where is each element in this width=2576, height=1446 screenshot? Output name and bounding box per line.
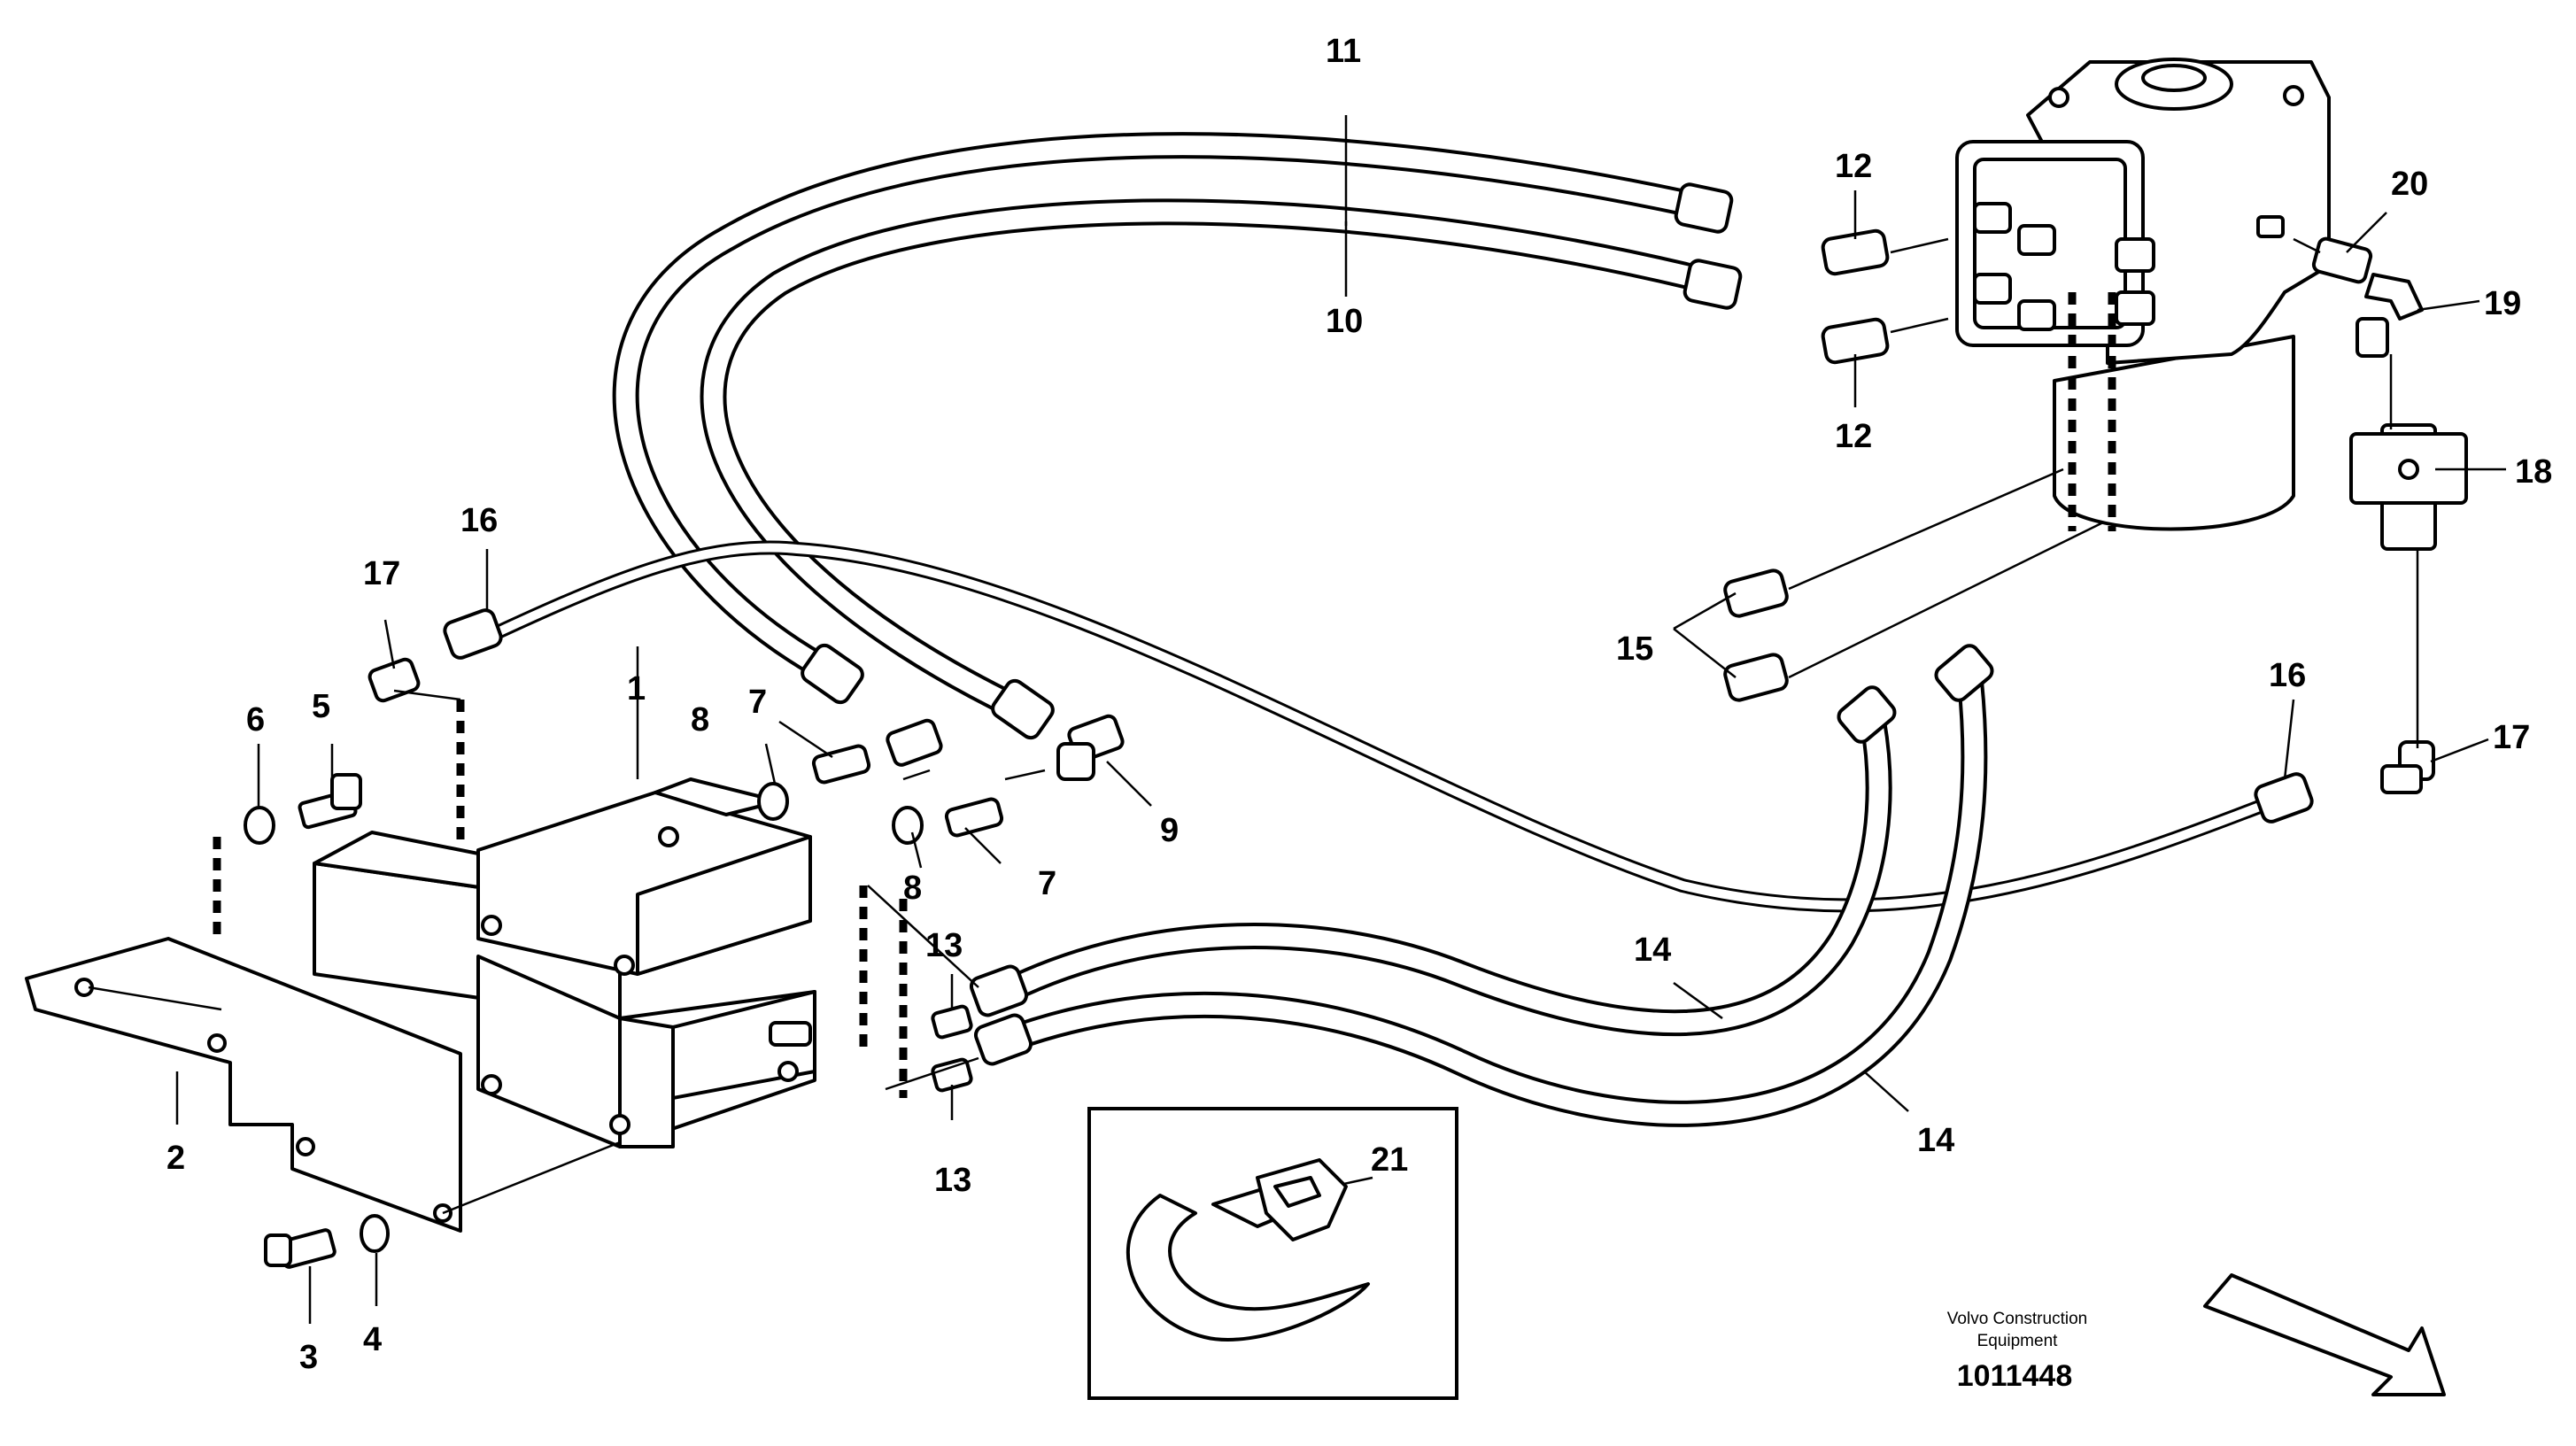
valve-block <box>313 777 816 1148</box>
hose-14-lower <box>1001 669 1988 1127</box>
brand-line-1: Volvo Construction <box>1947 1310 2087 1328</box>
callout-11: 11 <box>1326 33 1361 70</box>
callout-12-bottom: 12 <box>1835 418 1872 455</box>
callout-5: 5 <box>312 688 330 725</box>
callout-1: 1 <box>627 670 646 708</box>
callout-9: 9 <box>1160 812 1179 849</box>
hose-end-fittings <box>443 182 2314 1066</box>
callout-21: 21 <box>1371 1141 1408 1179</box>
hose-11 <box>612 132 1722 686</box>
callout-12-top: 12 <box>1835 148 1872 185</box>
callout-14-top: 14 <box>1634 932 1671 969</box>
callout-3: 3 <box>299 1339 318 1376</box>
inset-clamp-detail <box>1087 1107 1458 1400</box>
small-fittings <box>244 228 2468 1269</box>
callout-8-top: 8 <box>691 701 709 738</box>
callout-7-top: 7 <box>748 684 767 721</box>
assembly-lines <box>88 237 2419 1215</box>
direction-arrow <box>2203 1273 2446 1396</box>
callout-13-bottom: 13 <box>934 1162 971 1199</box>
hose-16-long <box>489 540 2292 913</box>
callout-8-bottom: 8 <box>903 870 922 907</box>
callout-16-right: 16 <box>2269 657 2306 694</box>
drawing-number: 1011448 <box>1957 1359 2073 1393</box>
callout-19: 19 <box>2484 285 2521 322</box>
callout-2: 2 <box>166 1140 185 1177</box>
callout-16-left: 16 <box>460 502 498 539</box>
callout-6: 6 <box>246 701 265 738</box>
brand-line-2: Equipment <box>1977 1332 2059 1350</box>
callout-13-top: 13 <box>925 927 963 964</box>
steering-unit <box>1955 58 2331 531</box>
callout-20: 20 <box>2391 166 2428 203</box>
drawing-footer: Volvo Construction Equipment 1011448 <box>1947 1310 2087 1393</box>
hose-14-upper <box>996 708 1892 1037</box>
callout-17-right: 17 <box>2493 719 2530 756</box>
callout-4: 4 <box>363 1321 382 1358</box>
callout-15: 15 <box>1616 630 1653 668</box>
callout-10: 10 <box>1326 303 1363 340</box>
hose-10 <box>700 198 1731 722</box>
callout-17-left: 17 <box>363 555 400 592</box>
callout-14-bottom: 14 <box>1917 1122 1954 1159</box>
callout-7-bottom: 7 <box>1038 865 1056 902</box>
callout-18: 18 <box>2515 453 2552 491</box>
callout-labels: 1 2 3 4 5 6 7 7 8 8 9 10 11 12 12 13 13 … <box>166 33 2552 1376</box>
